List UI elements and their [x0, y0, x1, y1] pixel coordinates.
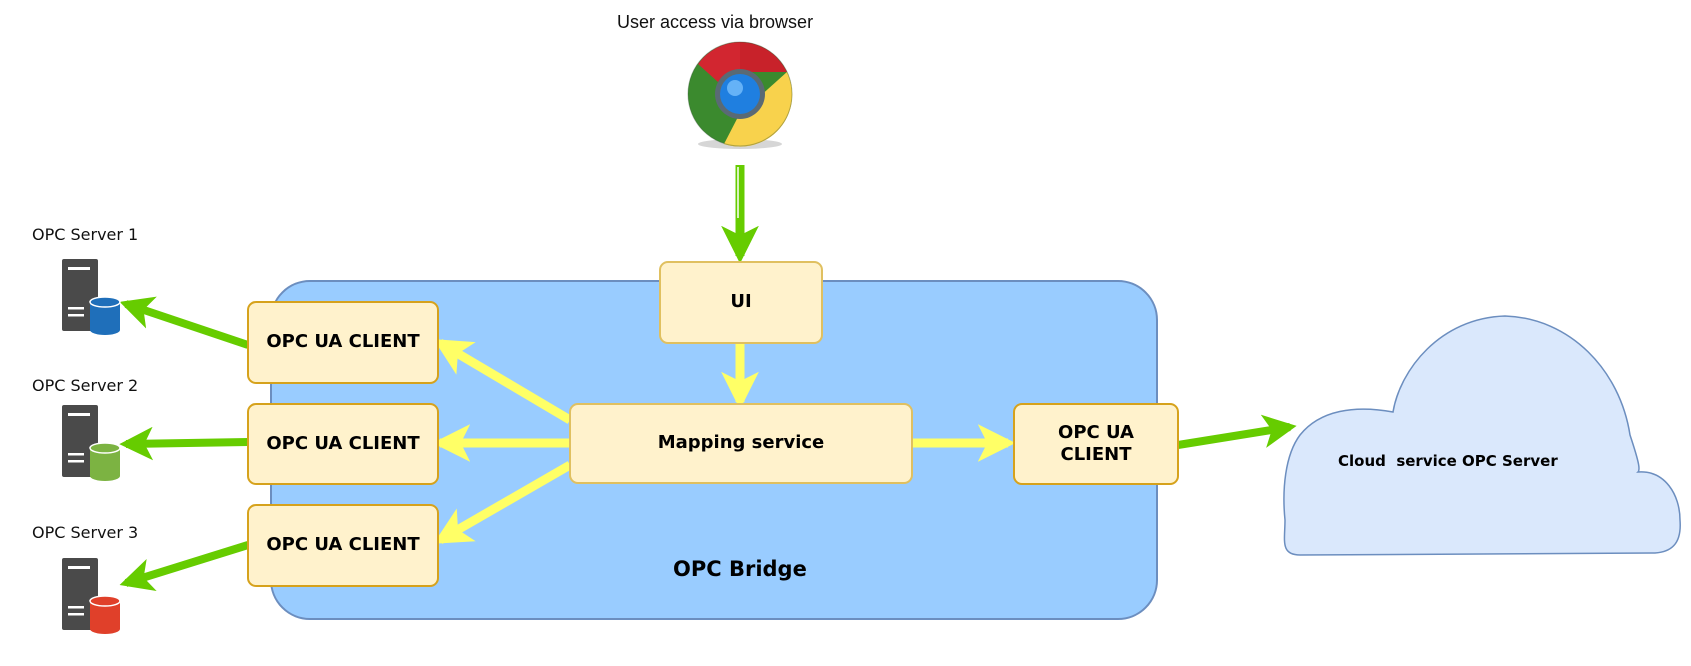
server-2-label: OPC Server 2 [32, 376, 139, 395]
server-1-label: OPC Server 1 [32, 225, 139, 244]
server-1-icon[interactable] [60, 257, 124, 337]
browser-access-label: User access via browser [617, 12, 814, 32]
opc-ua-cloud-client[interactable]: OPC UA CLIENT [1013, 403, 1179, 485]
server-2-icon[interactable] [60, 403, 124, 483]
opc-bridge-title: OPC Bridge [673, 557, 807, 581]
arrow-mapping-to-client-3 [433, 461, 573, 544]
opc-ua-client-1[interactable]: OPC UA CLIENT [247, 301, 439, 384]
opc-ua-client-3[interactable]: OPC UA CLIENT [247, 504, 439, 587]
arrow-client-3-to-server-3 [119, 541, 250, 592]
arrow-cloud-client-to-cloud [1177, 414, 1297, 449]
mapping-service-box[interactable]: Mapping service [569, 403, 913, 484]
arrow-client-1-to-server-1 [119, 296, 250, 349]
opc-ua-client-2[interactable]: OPC UA CLIENT [247, 403, 439, 485]
chrome-browser-icon [687, 41, 793, 149]
arrow-mapping-to-client-1 [433, 339, 573, 424]
arrow-client-2-to-server-2 [119, 426, 249, 461]
server-3-label: OPC Server 3 [32, 523, 139, 542]
cloud-icon [1283, 315, 1681, 556]
ui-box[interactable]: UI [659, 261, 823, 344]
server-3-icon[interactable] [60, 556, 124, 636]
cloud-service-label: Cloud service OPC Server [1338, 452, 1558, 470]
